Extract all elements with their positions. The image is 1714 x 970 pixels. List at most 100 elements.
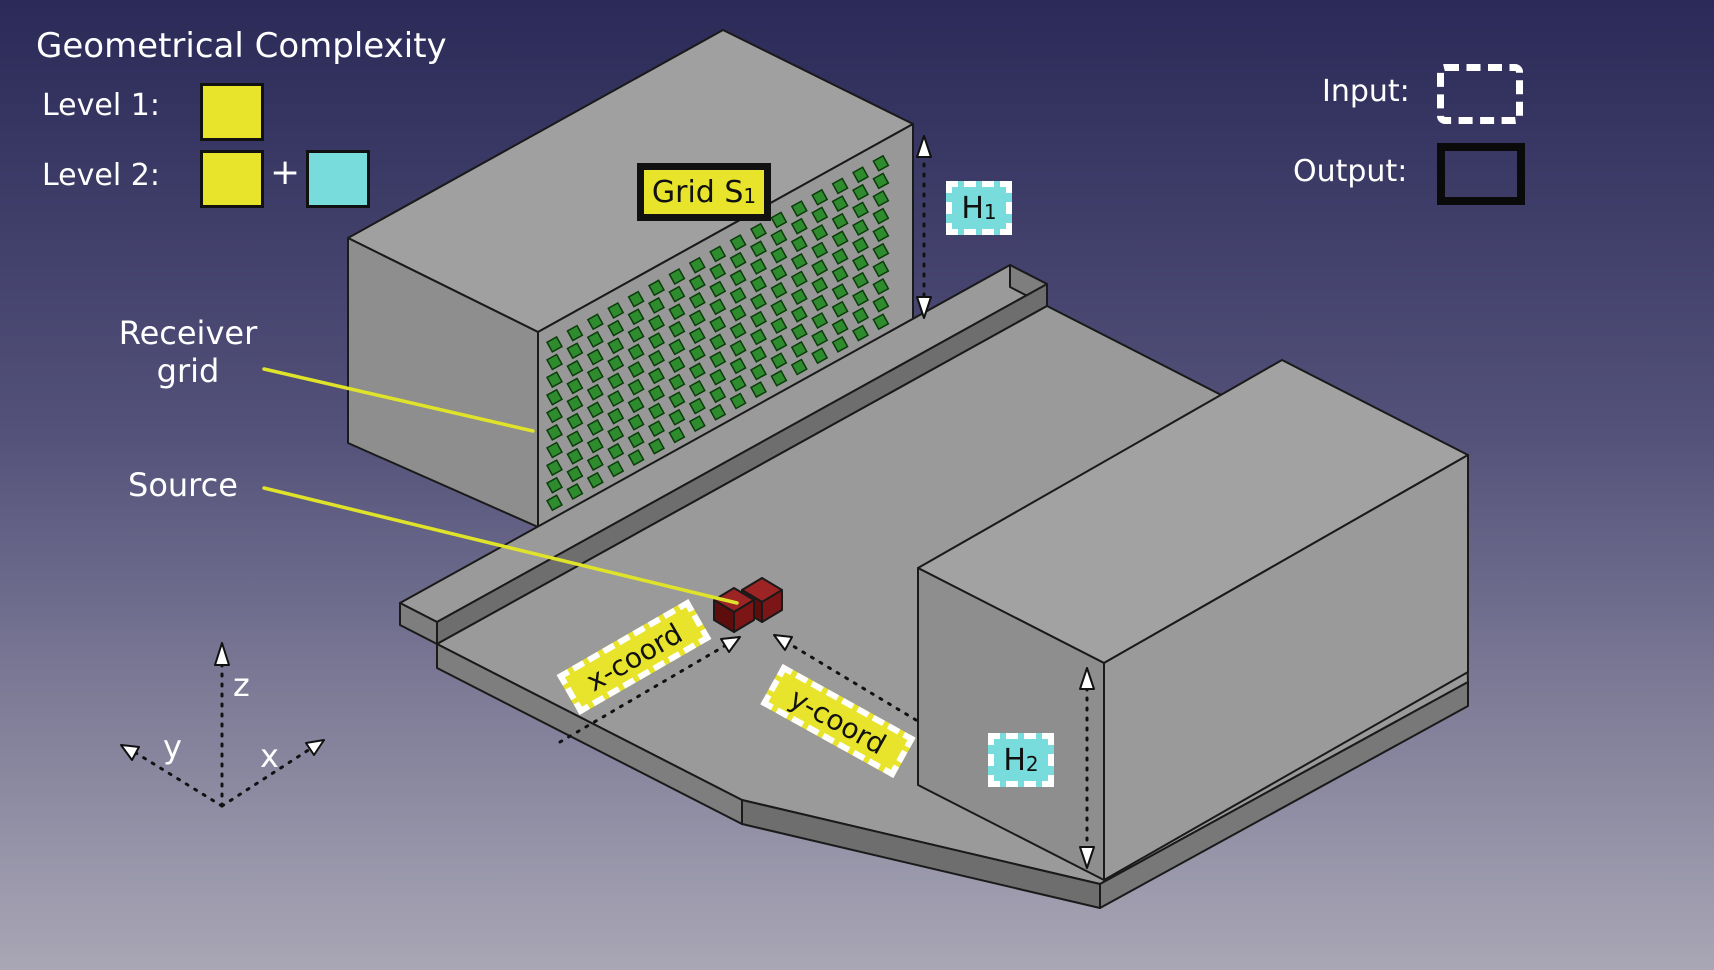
h1-tag-text: H [961,190,984,226]
receiver-dot [872,190,890,208]
receiver-dot [647,402,665,420]
receiver-dot [546,459,563,477]
h2-arrowhead-down-icon [1079,846,1095,869]
h2-arrow [1079,667,1095,869]
x-coord-line [558,642,730,744]
receiver-dot [770,334,788,352]
receiver-dot [790,305,808,323]
grid-s1-tag-text: Grid S [651,174,744,210]
receiver-dot [709,333,727,351]
receiver-dot [831,230,849,248]
receiver-dot [688,397,706,415]
output-style-box [1437,143,1525,205]
receiver-dot [811,276,829,294]
receiver-dot [790,288,808,306]
receiver-dot [566,447,584,465]
receiver-dot [688,309,706,327]
receiver-dot [607,319,625,337]
receiver-dot [627,413,645,431]
receiver-dot [586,436,604,454]
receiver-dot [749,310,767,328]
receiver-dot [831,283,849,301]
receiver-dot [688,344,706,362]
receiver-dot [709,315,727,333]
receiver-dot [729,304,747,322]
receiver-dot [790,252,808,270]
receiver-dot [852,289,870,307]
receiver-dot [627,343,645,361]
receiver-dot [790,358,808,376]
receiver-dot [749,257,767,275]
receiver-dot [709,386,727,404]
receiver-dot [729,374,747,392]
receiver-dot [872,242,890,260]
receiver-dot [790,200,808,218]
receiver-dot [770,317,788,334]
receiver-dot [647,367,665,385]
receiver-dot [729,269,747,287]
receiver-dot [668,426,686,444]
z-axis-label: z [233,666,250,704]
receiver-dot [668,391,686,409]
receiver-dot [852,306,870,324]
receiver-dot [688,291,706,309]
receiver-dot [566,377,584,395]
receiver-dot [852,201,870,219]
receiver-dot [647,279,665,297]
receiver-dot [546,494,563,512]
receiver-dot [566,359,584,377]
receiver-dot [586,330,604,348]
receiver-dot [607,372,625,390]
receiver-dot [709,280,727,298]
receiver-dot [811,241,829,259]
receiver-dot [811,312,829,329]
receiver-dot [566,465,584,483]
x-axis-arrowhead-icon [305,739,325,756]
receiver-dot [546,441,563,459]
receiver-dot [647,332,665,350]
receiver-dot [749,381,767,399]
receiver-dot [729,339,747,357]
receiver-dot [546,353,563,371]
receiver-dot [811,329,829,347]
receiver-dot [770,299,788,317]
receiver-dot [688,415,706,433]
h1-arrowhead-up-icon [916,135,932,158]
receiver-dot [607,301,625,319]
receiver-dot [770,229,788,246]
receiver-dot [566,324,584,342]
receiver-dot [729,357,747,375]
receiver-dot [770,211,788,229]
receiver-dot [586,418,604,436]
receiver-dot [627,308,645,326]
source-blocks [713,577,783,633]
receiver-dot [749,222,767,240]
receiver-dot [668,285,686,303]
receiver-dot [811,224,829,241]
receiver-dot [790,235,808,253]
receiver-dot [627,396,645,414]
receiver-dot [770,246,788,264]
receiver-dot [586,313,604,331]
receiver-dot [831,335,849,353]
receiver-grid-pointer-line [262,367,535,433]
receiver-grid-dots [546,154,890,512]
receiver-dot [872,154,890,172]
receiver-dot [872,260,890,278]
receiver-dot [709,245,727,263]
receiver-dot [811,188,829,206]
y-coord-tag: y-coord [760,664,916,778]
source-cube-front-right [733,599,755,633]
receiver-dot [872,225,890,243]
receiver-dot [790,323,808,341]
level1-label: Level 1: [42,88,160,123]
source-cube-back-right [761,589,783,623]
y-coord-arrowhead-icon [773,634,793,651]
grid-s1-tag-sub: 1 [743,184,757,208]
receiver-dot [607,460,625,478]
input-label: Input: [1322,74,1410,109]
x-axis-label: x [260,737,279,775]
receiver-dot [811,206,829,224]
receiver-dot [668,338,686,356]
receiver-dot [831,195,849,213]
